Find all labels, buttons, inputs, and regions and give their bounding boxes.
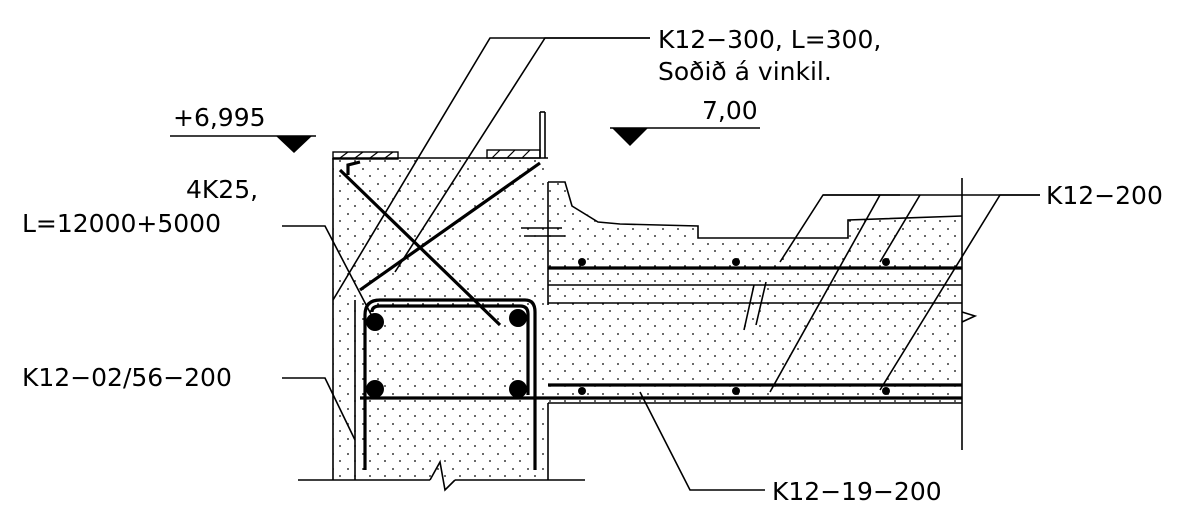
break-marks — [521, 227, 978, 331]
concrete-section — [333, 158, 962, 480]
distribution-bars — [578, 258, 890, 395]
k12-200-label: K12−200 — [1046, 181, 1163, 210]
steel-plates — [332, 149, 541, 160]
level-marker-left — [170, 135, 316, 153]
bar-4k25-label-line2: L=12000+5000 — [22, 209, 221, 238]
top-note-line1: K12−300, L=300, — [658, 25, 881, 54]
top-note-line2: Soðið á vinkil. — [658, 57, 832, 86]
k12-19-200-label: K12−19−200 — [772, 477, 942, 506]
level-right-label: 7,00 — [702, 96, 758, 125]
main-bars-4k25 — [366, 309, 527, 398]
k12-02-56-200-label: K12−02/56−200 — [22, 363, 232, 392]
bar-4k25-label-line1: 4K25, — [186, 175, 258, 204]
level-marker-right — [610, 127, 760, 146]
rebar-stirrup — [360, 266, 962, 470]
leader-lines — [282, 37, 1040, 491]
concrete-outline — [298, 111, 963, 492]
level-left-label: +6,995 — [173, 103, 266, 132]
